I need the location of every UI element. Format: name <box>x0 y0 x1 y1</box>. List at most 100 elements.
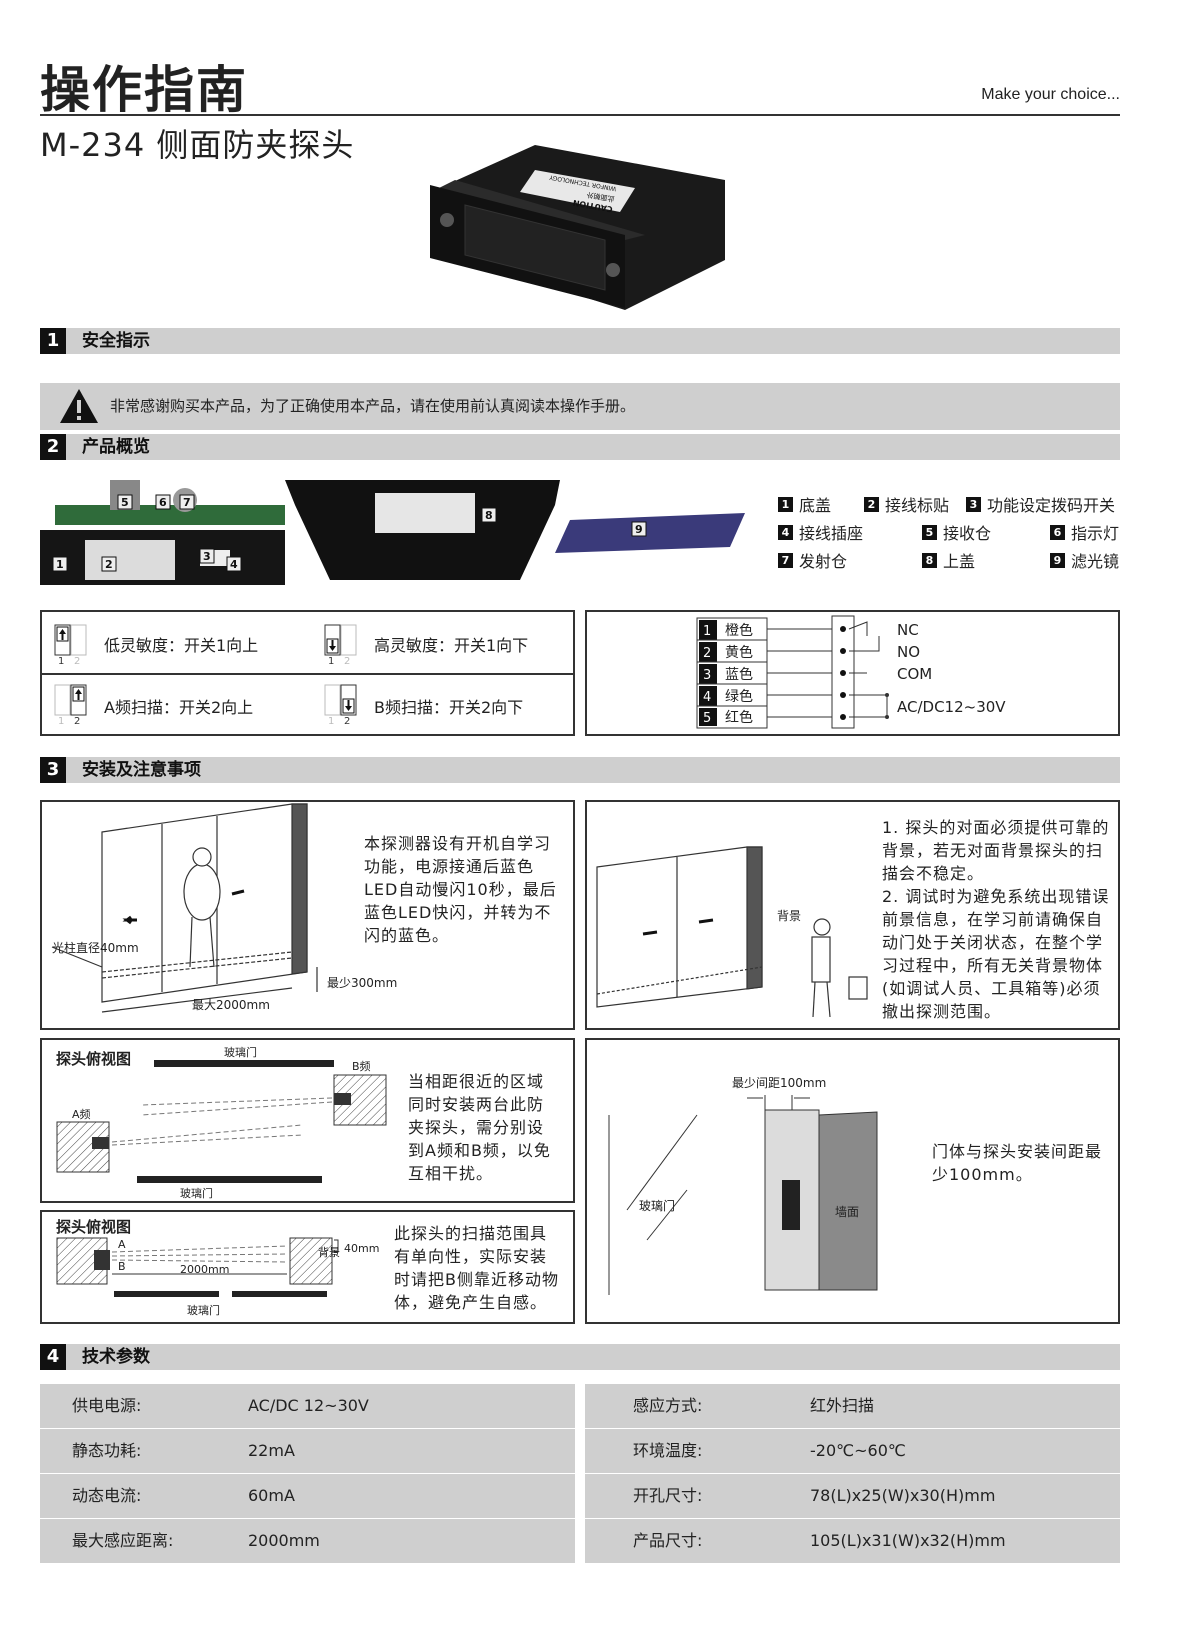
spec-label: 环境温度: <box>633 1441 703 1460</box>
section-3-number: 3 <box>40 757 66 783</box>
direction-top-view: A B 2000mm 背景 40mm 玻璃门 <box>56 1237 379 1317</box>
section-2-header: 2 产品概览 <box>40 434 1120 460</box>
wiring-diagram: 1 2 3 4 5 橙色 黄色 蓝色 绿色 红色 NC NO COM AC/DC… <box>696 615 1006 729</box>
terminal-power: AC/DC12~30V <box>897 698 1006 716</box>
section-1-header: 1 安全指示 <box>40 328 1120 354</box>
label-a-frequency: A频 <box>72 1107 91 1121</box>
note-2: 2. 调试时为避免系统出现错误前景信息，在学习前请确保自动门处于关闭状态，在整个… <box>882 887 1110 1021</box>
svg-text:2: 2 <box>344 716 350 727</box>
label-glass-door: 玻璃门 <box>639 1198 675 1213</box>
spec-row: 开孔尺寸: 78(L)x25(W)x30(H)mm <box>585 1474 1120 1518</box>
tag-9: 9 <box>635 523 643 536</box>
spec-value: 22mA <box>248 1441 295 1460</box>
spec-value: -20℃~60℃ <box>810 1441 906 1460</box>
direction-instruction-text: 此探头的扫描范围具有单向性，实际安装时请把B侧靠近移动物体，避免产生自感。 <box>394 1224 559 1312</box>
wire-5-color: 红色 <box>725 709 753 726</box>
spec-row: 最大感应距离: 2000mm <box>40 1519 575 1563</box>
dip-a-frequency: A频扫描：开关2向上 <box>104 698 254 717</box>
debug-scene-illustration: 背景 <box>596 846 868 1018</box>
section-3-title: 安装及注意事项 <box>82 760 201 780</box>
label-side-a: A <box>118 1238 126 1251</box>
product-photo: CAUTION 此面朝外 WINFOR TECHNOLOGY <box>430 145 725 310</box>
label-gap-40: 40mm <box>344 1242 379 1255</box>
terminal-nc: NC <box>897 621 919 639</box>
spec-label: 供电电源: <box>72 1396 142 1415</box>
spec-row: 环境温度: -20℃~60℃ <box>585 1429 1120 1473</box>
label-side-b: B <box>118 1260 126 1273</box>
svg-text:1: 1 <box>58 656 64 667</box>
parts-illustration: 1 2 3 4 5 6 7 8 9 <box>40 480 745 585</box>
svg-text:1: 1 <box>328 716 334 727</box>
terminal-no: NO <box>897 643 920 661</box>
section-4-number: 4 <box>40 1344 66 1370</box>
door-scene-illustration: 光柱直径40mm 最少300mm 最大2000mm <box>51 803 397 1013</box>
dip-low-sensitivity: 低灵敏度：开关1向上 <box>104 636 259 655</box>
safety-notice-bar: 非常感谢购买本产品，为了正确使用本产品，请在使用前认真阅读本操作手册。 <box>40 383 1120 430</box>
install-panel-learning: 光柱直径40mm 最少300mm 最大2000mm 本探测器设有开机自学习功能，… <box>40 800 575 1030</box>
label-min-spacing: 最少间距100mm <box>732 1076 826 1090</box>
tag-3: 3 <box>203 550 211 563</box>
section-4-header: 4 技术参数 <box>40 1344 1120 1370</box>
page-subtitle: M-234 侧面防夹探头 <box>40 126 355 164</box>
dip-high-sensitivity: 高灵敏度：开关1向下 <box>374 636 529 655</box>
wire-2-color: 黄色 <box>725 644 753 661</box>
note-1: 1. 探头的对面必须提供可靠的背景，若无对面背景探头的扫描会不稳定。 <box>882 818 1110 883</box>
wire-1-color: 橙色 <box>725 622 753 639</box>
tag-2: 2 <box>105 558 113 571</box>
wire-1-num: 1 <box>703 624 711 639</box>
header-rule <box>40 114 1120 116</box>
spec-value: 红外扫描 <box>810 1396 875 1415</box>
spacing-instruction-text: 门体与探头安装间距最少100mm。 <box>932 1142 1103 1184</box>
label-glass-top: 玻璃门 <box>224 1045 257 1059</box>
dip-b-frequency: B频扫描：开关2向下 <box>374 698 524 717</box>
top-view-title-1: 探头俯视图 <box>56 1050 132 1068</box>
spec-row: 产品尺寸: 105(L)x31(W)x32(H)mm <box>585 1519 1120 1563</box>
wire-4-num: 4 <box>703 690 711 705</box>
spec-value: 2000mm <box>248 1531 320 1550</box>
tag-6: 6 <box>159 496 167 509</box>
spec-label: 感应方式: <box>633 1396 703 1415</box>
learning-instruction-text: 本探测器设有开机自学习功能，电源接通后蓝色LED自动慢闪10秒，最后蓝色LED快… <box>364 834 557 945</box>
warning-icon <box>60 389 98 423</box>
tag-1: 1 <box>56 558 64 571</box>
svg-text:2: 2 <box>74 716 80 727</box>
install-panel-frequency: 探头俯视图 玻璃门 玻璃门 A频 B频 当相距很近的区域同时安装两台此防夹探头，… <box>40 1038 575 1203</box>
slogan: Make your choice... <box>981 86 1120 103</box>
section-1-number: 1 <box>40 328 66 354</box>
terminal-com: COM <box>897 665 932 683</box>
tag-8: 8 <box>485 509 493 522</box>
frequency-top-view: 玻璃门 玻璃门 A频 B频 <box>56 1045 387 1200</box>
label-background: 背景 <box>777 909 801 923</box>
spec-row: 动态电流: 60mA <box>40 1474 575 1518</box>
tag-4: 4 <box>230 558 238 571</box>
spec-label: 动态电流: <box>72 1486 142 1505</box>
svg-text:2: 2 <box>74 656 80 667</box>
wire-3-color: 蓝色 <box>725 666 753 683</box>
spec-label: 产品尺寸: <box>633 1531 703 1550</box>
spec-table-left: 供电电源: AC/DC 12~30V 静态功耗: 22mA 动态电流: 60mA… <box>40 1384 575 1563</box>
svg-text:2: 2 <box>344 656 350 667</box>
top-view-title-2: 探头俯视图 <box>56 1218 132 1236</box>
filter-lens <box>555 513 745 553</box>
spacing-illustration: 最少间距100mm 玻璃门 墙面 <box>608 1076 878 1295</box>
wiring-sticker <box>85 540 175 580</box>
install-panel-background: 背景 1. 探头的对面必须提供可靠的背景，若无对面背景探头的扫描会不稳定。 2.… <box>585 800 1120 1030</box>
label-b-frequency: B频 <box>352 1059 371 1073</box>
spec-table-right: 感应方式: 红外扫描 环境温度: -20℃~60℃ 开孔尺寸: 78(L)x25… <box>585 1384 1120 1563</box>
spec-value: 105(L)x31(W)x32(H)mm <box>810 1531 1006 1550</box>
section-3-header: 3 安装及注意事项 <box>40 757 1120 783</box>
label-range-2000: 2000mm <box>180 1263 229 1276</box>
top-cover-label <box>375 493 475 533</box>
background-requirement-text: 1. 探头的对面必须提供可靠的背景，若无对面背景探头的扫描会不稳定。 2. 调试… <box>882 816 1112 1023</box>
